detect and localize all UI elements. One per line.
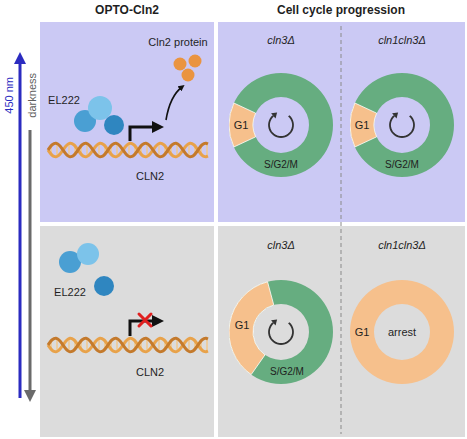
el222-protein	[77, 243, 99, 265]
cln2-protein	[174, 58, 187, 71]
g1-segment	[229, 103, 256, 147]
phase-label: G1	[234, 119, 249, 132]
cycle-arrow	[269, 116, 293, 137]
condition-label: darkness	[26, 73, 39, 118]
gene-label: CLN2	[136, 170, 164, 183]
transcription-arrow	[130, 127, 158, 141]
dna-helix	[48, 338, 208, 352]
dark-panel: cln3Δcln1cln3ΔG1S/G2/MG1arrest	[218, 226, 465, 437]
cell-cycle-ring: G1S/G2/M	[350, 73, 454, 177]
cln2-protein	[182, 69, 195, 82]
panel-heading: OPTO-Cln2	[95, 4, 159, 18]
g1-segment	[350, 103, 377, 147]
cell-cycle-ring: G1S/G2/M	[229, 73, 333, 177]
el222-protein	[104, 115, 124, 135]
gene-label: CLN2	[136, 366, 164, 379]
sg2m-segment	[229, 280, 333, 384]
protein-label: EL222	[48, 94, 80, 107]
phase-label: G1	[355, 119, 370, 132]
divider-line	[341, 26, 342, 434]
el222-protein	[88, 96, 112, 120]
strain-label: cln3Δ	[267, 34, 295, 47]
expression-arrow	[166, 87, 182, 120]
panel-ground	[40, 22, 214, 222]
cycle-arrow	[390, 116, 414, 137]
protein-label: Cln2 protein	[148, 36, 207, 49]
dark-arrow	[29, 130, 32, 396]
cycle-arrowhead	[392, 113, 398, 119]
cell-cycle-ring: G1S/G2/M	[229, 280, 333, 384]
panel-heading: Cell cycle progression	[277, 4, 405, 18]
panel-ground	[40, 226, 214, 437]
light-panel: Cell cycle progressioncln3Δcln1cln3ΔG1S/…	[218, 22, 465, 222]
sg2m-segment	[229, 73, 333, 177]
panel-ground	[218, 22, 465, 222]
strain-label: cln1cln3Δ	[378, 239, 426, 252]
strain-label: cln3Δ	[267, 239, 295, 252]
g1-segment	[229, 282, 274, 375]
light-arrow	[19, 58, 22, 398]
transcription-arrow	[130, 321, 158, 336]
cycle-arrowhead	[271, 113, 277, 119]
cycle-arrow	[269, 323, 293, 344]
el222-protein	[94, 276, 114, 296]
strain-label: cln1cln3Δ	[378, 34, 426, 47]
phase-label: G1	[355, 326, 370, 339]
phase-label: S/G2/M	[270, 366, 304, 378]
protein-label: EL222	[54, 286, 86, 299]
cell-cycle-ring: G1 arrest	[350, 280, 454, 384]
phase-label: S/G2/M	[264, 159, 298, 171]
block-cross	[139, 314, 151, 326]
light-panel: OPTO-Cln2EL222CLN2Cln2 protein	[40, 22, 214, 222]
g1-segment	[350, 280, 454, 384]
dna-helix	[48, 143, 208, 157]
wavelength-label: 450 nm	[3, 76, 16, 113]
arrest-label: arrest	[388, 326, 416, 339]
dark-panel: EL222CLN2	[40, 226, 214, 437]
cycle-arrowhead	[271, 320, 277, 326]
cln2-protein	[189, 55, 202, 68]
sg2m-segment	[350, 73, 454, 177]
phase-label: G1	[235, 319, 250, 332]
phase-label: S/G2/M	[385, 159, 419, 171]
